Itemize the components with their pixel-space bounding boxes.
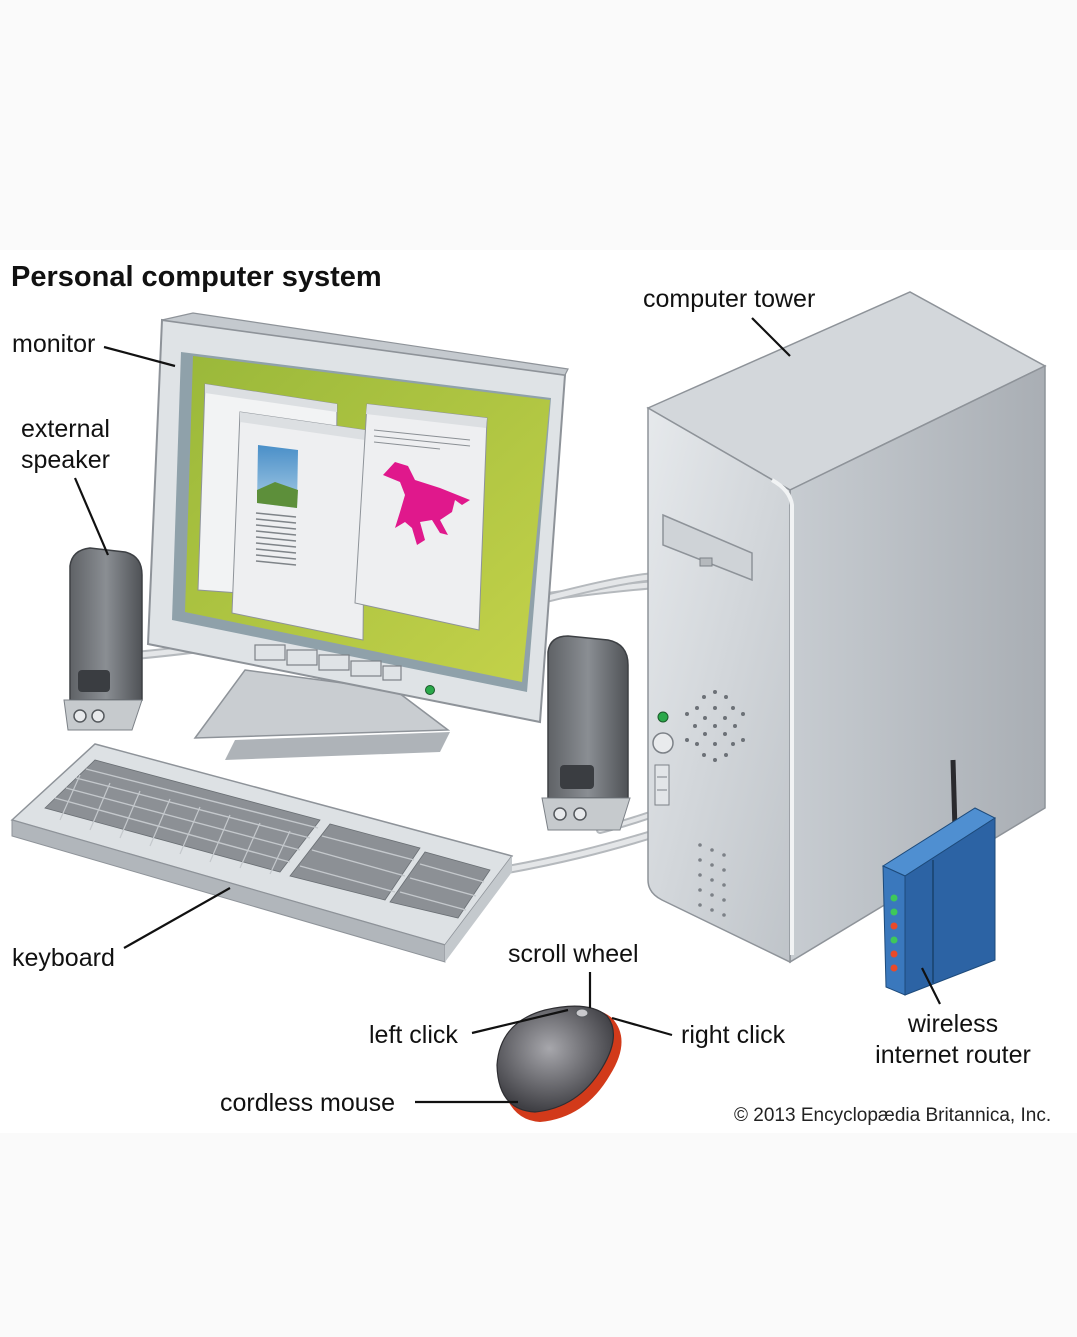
label-wireless-router-line2: internet router (875, 1041, 1031, 1069)
horse-icon (383, 462, 470, 545)
label-left-click: left click (369, 1021, 458, 1049)
label-cordless-mouse: cordless mouse (220, 1089, 395, 1117)
diagram-title: Personal computer system (11, 261, 382, 293)
keyboard-icon (10, 743, 514, 963)
speaker-icon-left (63, 547, 143, 731)
router-icon (881, 759, 997, 996)
label-monitor: monitor (12, 330, 95, 358)
mouse-icon (496, 1005, 622, 1122)
label-computer-tower: computer tower (643, 285, 815, 313)
leader-lines (73, 317, 941, 1104)
monitor-buttons (254, 644, 402, 681)
label-scroll-wheel: scroll wheel (508, 940, 639, 968)
screen-window-3 (354, 403, 488, 631)
label-external-speaker-line2: speaker (21, 446, 110, 474)
copyright-notice: © 2013 Encyclopædia Britannica, Inc. (734, 1105, 1051, 1126)
label-keyboard: keyboard (12, 944, 115, 972)
label-external-speaker-line1: external (21, 415, 110, 443)
monitor-icon (146, 312, 569, 760)
screen-window-2 (231, 411, 366, 641)
label-right-click: right click (681, 1021, 786, 1049)
speaker-icon-right (541, 635, 631, 831)
tower-vent (698, 843, 726, 917)
tower-fan-grille (685, 690, 745, 762)
label-wireless-router-line1: wireless (907, 1010, 998, 1038)
